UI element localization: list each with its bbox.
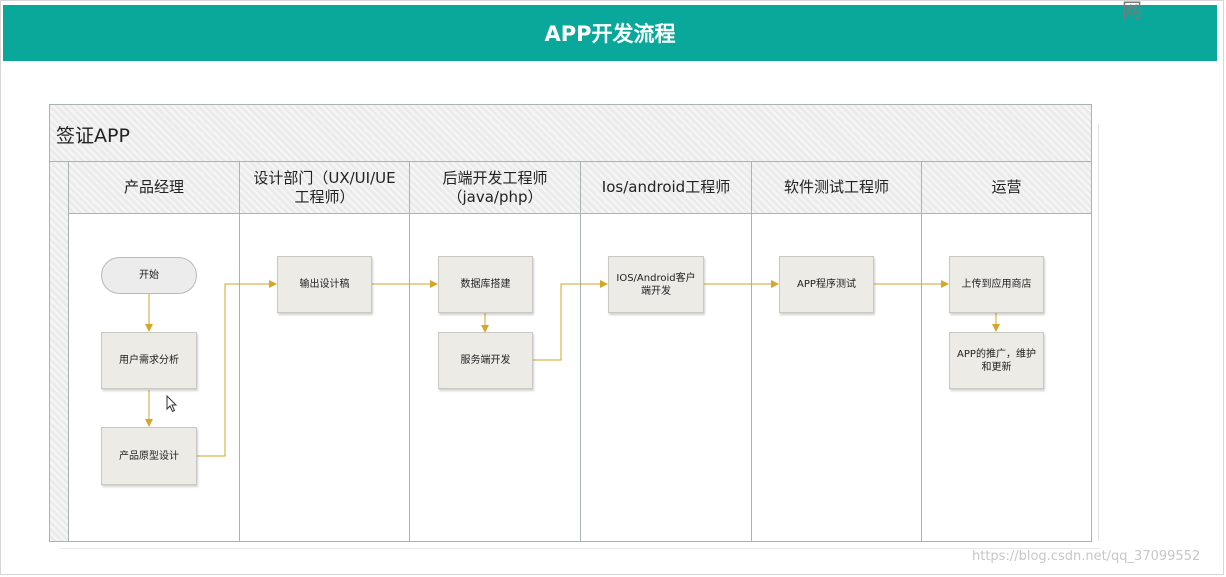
corner-clipped-text: 网 — [1122, 0, 1142, 22]
lane-product-manager: 产品经理 — [69, 162, 240, 541]
process-requirements: 用户需求分析 — [101, 332, 197, 389]
lane-header-line1: 设计部门（UX/UI/UE — [253, 168, 396, 187]
slide-shadow-edge — [1098, 124, 1099, 541]
lane-header-line1: 产品经理 — [123, 178, 184, 196]
process-upload: 上传到应用商店 — [949, 256, 1044, 313]
pool-title: 签证APP — [56, 125, 130, 147]
mouse-pointer-icon — [166, 395, 178, 413]
node-label: 数据库搭建 — [460, 279, 511, 290]
node-label: 服务端开发 — [460, 355, 511, 366]
slide-shadow-bottom — [60, 548, 1100, 549]
lane-header: 运营 — [922, 162, 1091, 214]
lane-header: 产品经理 — [69, 162, 239, 214]
lane-header-line1: 运营 — [991, 178, 1022, 196]
lane-header-line1: Ios/android工程师 — [601, 178, 731, 196]
lane-header-line1: 软件测试工程师 — [783, 178, 889, 196]
lane-header-line2: 工程师） — [294, 187, 355, 206]
process-app-test: APP程序测试 — [779, 256, 874, 313]
process-design-output: 输出设计稿 — [277, 256, 372, 313]
node-label: 用户需求分析 — [119, 355, 179, 366]
node-label: 开始 — [139, 270, 159, 281]
node-label: 上传到应用商店 — [961, 279, 1032, 290]
lane-operations: 运营 — [922, 162, 1091, 541]
lane-testing: 软件测试工程师 — [752, 162, 922, 541]
node-label-line2: 端开发 — [640, 285, 671, 297]
process-client-dev: IOS/Android客户端开发 — [608, 256, 704, 313]
lane-mobile: Ios/android工程师 — [581, 162, 752, 541]
start-terminal: 开始 — [101, 257, 197, 294]
lane-backend: 后端开发工程师（java/php） — [410, 162, 581, 541]
lane-header: 后端开发工程师（java/php） — [410, 162, 580, 214]
lane-header: 软件测试工程师 — [752, 162, 921, 214]
node-label-line2: 和更新 — [981, 361, 1012, 373]
node-label-line1: APP的推广，维护 — [957, 348, 1036, 360]
page-title-banner: APP开发流程 — [3, 5, 1217, 61]
node-label-line1: IOS/Android客户 — [616, 272, 696, 284]
process-server-dev: 服务端开发 — [438, 332, 533, 389]
lane-header: Ios/android工程师 — [581, 162, 751, 214]
process-promote: APP的推广，维护和更新 — [949, 332, 1044, 389]
watermark-url: https://blog.csdn.net/qq_37099552 — [972, 549, 1201, 564]
node-label: 产品原型设计 — [119, 450, 179, 462]
process-prototype: 产品原型设计 — [101, 427, 197, 485]
pool-side-strip — [50, 162, 69, 541]
process-database: 数据库搭建 — [438, 256, 533, 313]
pool-title-bar: 签证APP — [50, 105, 1091, 162]
lane-header-line2: （java/php） — [447, 187, 543, 206]
node-label: APP程序测试 — [797, 279, 856, 290]
node-label: 输出设计稿 — [299, 279, 350, 290]
lane-header-line1: 后端开发工程师 — [442, 168, 548, 187]
page-title: APP开发流程 — [544, 22, 676, 46]
